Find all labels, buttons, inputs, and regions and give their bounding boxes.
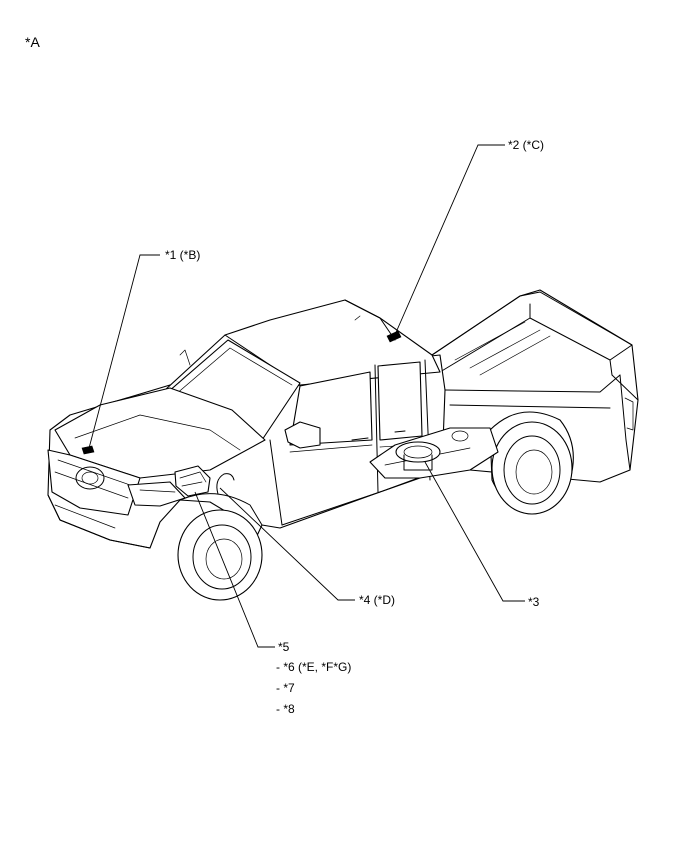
front-wheel (177, 509, 263, 601)
callout-8: - *8 (276, 702, 295, 716)
component-1-marker (81, 445, 95, 455)
callout-4: *4 (*D) (359, 593, 396, 607)
callout-6: - *6 (*E, *F*G) (276, 660, 352, 674)
fuel-tank-assembly (369, 427, 499, 479)
callout-5: *5 (278, 640, 290, 654)
component-5-ecu-box (174, 465, 211, 497)
component-4-cable (216, 473, 235, 495)
callout-3: *3 (528, 595, 540, 609)
callout-7: - *7 (276, 681, 295, 695)
truck-body (47, 299, 446, 549)
leader-lines (87, 144, 525, 648)
callout-2: *2 (*C) (508, 138, 545, 152)
callout-1: *1 (*B) (165, 248, 201, 262)
figure-label: *A (25, 34, 40, 50)
rear-wheel (489, 411, 574, 515)
